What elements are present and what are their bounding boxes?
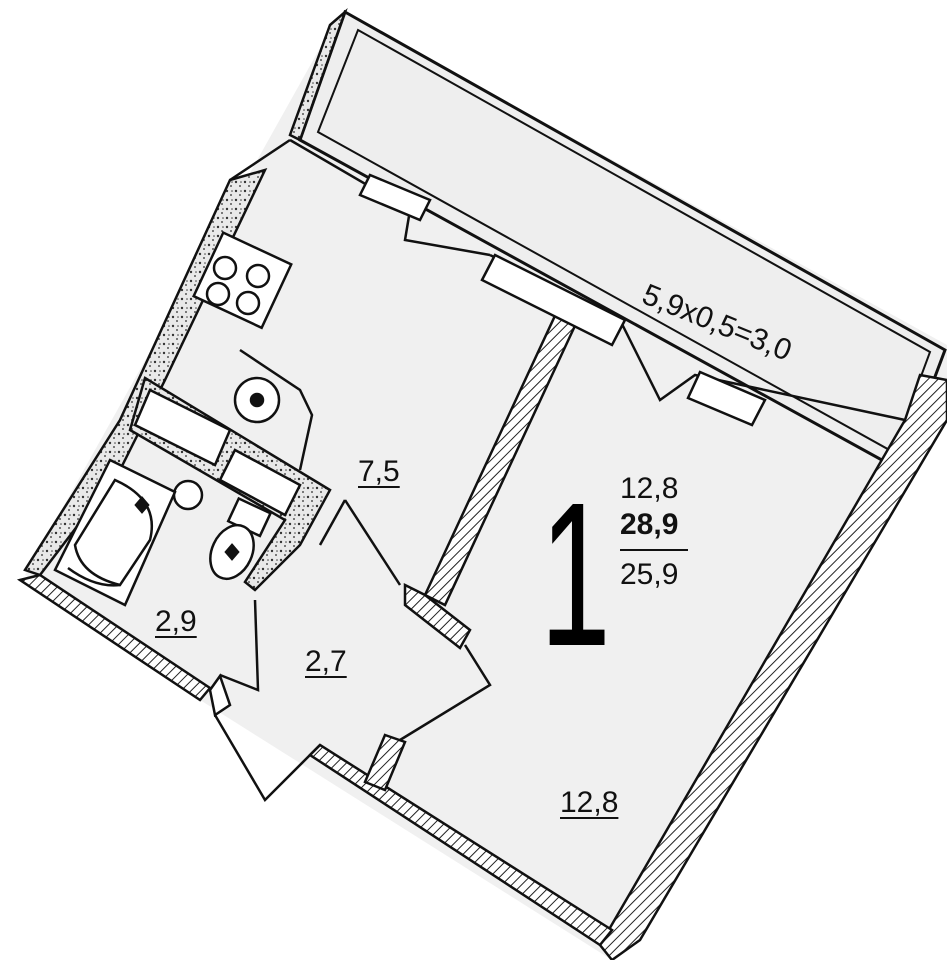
windows bbox=[358, 173, 767, 427]
bathtub-icon bbox=[53, 458, 177, 607]
rooms-count: 1 bbox=[540, 460, 611, 689]
hallway-area-label: 2,7 bbox=[305, 645, 347, 678]
window-living-2 bbox=[686, 370, 767, 427]
total-area-value: 28,9 bbox=[620, 508, 679, 541]
bathroom-area-label: 2,9 bbox=[155, 605, 197, 638]
fraction-line bbox=[620, 549, 688, 551]
kitchen-area-label: 7,5 bbox=[358, 455, 400, 488]
area-without-balcony-value: 25,9 bbox=[620, 558, 679, 591]
living-area-value: 12,8 bbox=[620, 472, 679, 505]
stove-icon bbox=[192, 230, 293, 330]
exterior-walls bbox=[16, 7, 947, 960]
toilet-icon bbox=[209, 496, 273, 580]
living-room-area-label: 12,8 bbox=[560, 786, 619, 819]
plumbing-block bbox=[133, 388, 302, 517]
kitchen-sink-icon bbox=[233, 376, 281, 424]
window-kitchen bbox=[358, 173, 432, 222]
window-living bbox=[480, 253, 627, 347]
